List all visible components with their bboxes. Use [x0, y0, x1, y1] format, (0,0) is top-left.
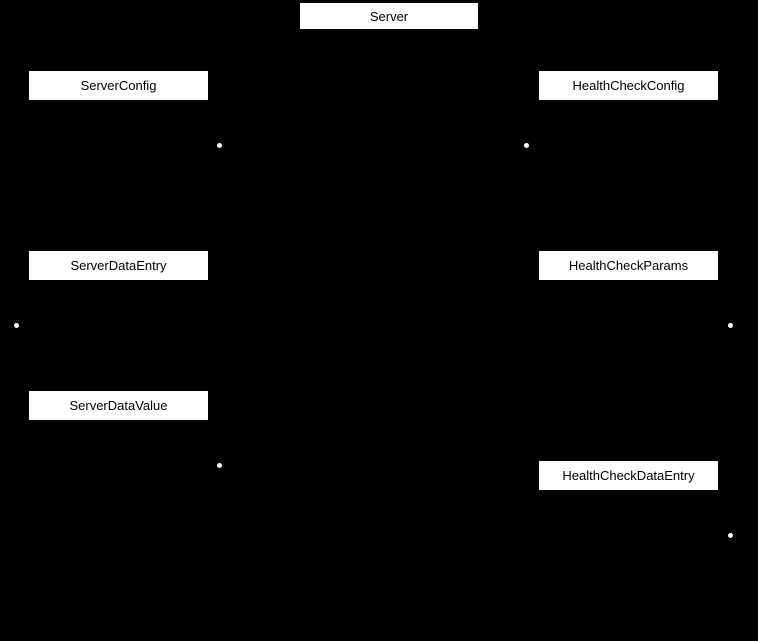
node-server-data-value[interactable]: ServerDataValue [29, 391, 208, 420]
node-health-check-config-label: HealthCheckConfig [572, 78, 685, 93]
connector-endpoint-dot [217, 463, 222, 468]
connector-endpoint-dot [217, 143, 222, 148]
node-server-data-value-label: ServerDataValue [69, 398, 168, 413]
node-server-label: Server [369, 8, 409, 24]
node-server-data-entry-label: ServerDataEntry [70, 258, 167, 273]
node-health-check-data-entry[interactable]: HealthCheckDataEntry [539, 461, 718, 490]
node-server-data-entry[interactable]: ServerDataEntry [29, 251, 208, 280]
node-health-check-data-entry-label: HealthCheckDataEntry [562, 468, 695, 483]
node-health-check-params-label: HealthCheckParams [568, 258, 689, 273]
node-server-config-label: ServerConfig [80, 78, 157, 93]
node-server-config[interactable]: ServerConfig [29, 71, 208, 100]
connector-endpoint-dot [14, 323, 19, 328]
node-health-check-params[interactable]: HealthCheckParams [539, 251, 718, 280]
node-server[interactable]: Server [300, 3, 478, 29]
connector-endpoint-dot [728, 323, 733, 328]
node-health-check-config[interactable]: HealthCheckConfig [539, 71, 718, 100]
connector-endpoint-dot [524, 143, 529, 148]
connector-endpoint-dot [728, 533, 733, 538]
